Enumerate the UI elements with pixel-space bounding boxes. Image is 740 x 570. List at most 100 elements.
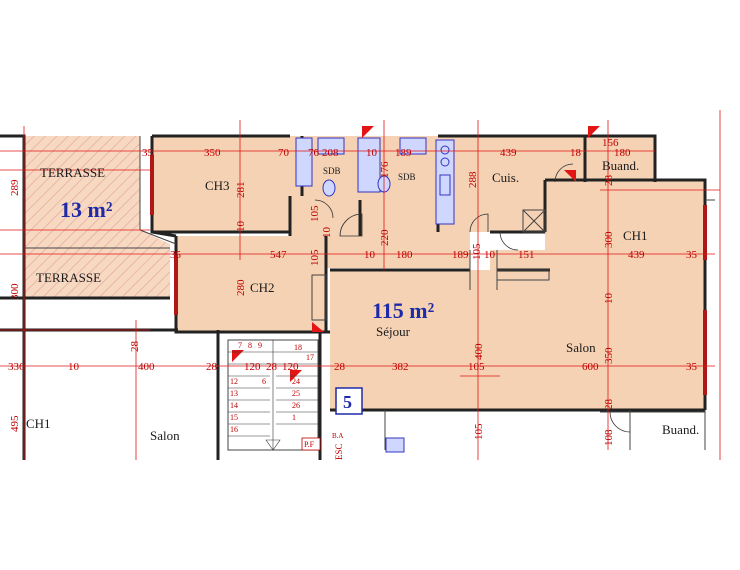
dimension-label: 12 xyxy=(230,377,238,386)
dimension-label: 25 xyxy=(292,389,300,398)
terrasse-top-label: TERRASSE xyxy=(40,165,105,180)
bathtub-icon xyxy=(295,137,313,187)
dimension-label: 350 xyxy=(204,147,221,159)
dimension-label: 16 xyxy=(230,425,238,434)
dimension-label: 28 xyxy=(603,399,615,411)
dimension-label: 220 xyxy=(379,229,391,246)
dimension-label: 70 xyxy=(278,147,290,159)
sink-icon-3 xyxy=(385,437,405,453)
dimension-label: 108 xyxy=(603,429,615,446)
dimension-label: 600 xyxy=(582,361,599,373)
dimension-label: 120 xyxy=(244,361,261,373)
dimension-label: 28 xyxy=(129,341,141,353)
buand-bottom-label: Buand. xyxy=(662,422,699,437)
terrasse-bottom-label: TERRASSE xyxy=(36,270,101,285)
esc-label: ESC xyxy=(334,443,344,460)
apartment-number: 5 xyxy=(343,392,352,412)
dimension-label: 120 xyxy=(282,361,299,373)
salon-label: Salon xyxy=(566,340,596,355)
dimension-label: 300 xyxy=(603,231,615,248)
room-ch1 xyxy=(545,180,705,270)
dimension-label: 26 xyxy=(292,401,300,410)
dimension-label: 28 xyxy=(334,361,346,373)
dimension-label: 189 xyxy=(452,249,469,261)
dimension-label: 439 xyxy=(628,249,645,261)
dimension-label: 24 xyxy=(292,377,300,386)
markers xyxy=(232,126,600,382)
dimension-label: 1 xyxy=(292,413,296,422)
apartment-number-box xyxy=(335,387,363,415)
dimension-label: 350 xyxy=(603,347,615,364)
dimension-label: 105 xyxy=(471,243,483,260)
dimension-label: 10 xyxy=(364,249,376,261)
room-ch3 xyxy=(152,136,302,232)
dimension-label: 400 xyxy=(473,343,485,360)
doors xyxy=(314,163,631,433)
dimension-label: 400 xyxy=(138,361,155,373)
stove-icon xyxy=(522,209,546,233)
dimension-label: 28 xyxy=(206,361,218,373)
dimension-label: 547 xyxy=(270,249,287,261)
dimension-label: 105 xyxy=(309,249,321,266)
dimension-label: 8 xyxy=(248,341,252,350)
pf-label: P.F xyxy=(304,440,315,449)
dimension-label: 382 xyxy=(392,361,409,373)
dimension-label: 10 xyxy=(603,293,615,305)
shower-icon xyxy=(357,137,381,193)
dimension-lines xyxy=(0,110,721,460)
dimension-label: 18 xyxy=(570,147,582,159)
buand-top-label: Buand. xyxy=(602,158,639,173)
dimension-label: 289 xyxy=(9,179,21,196)
dimension-label: 495 xyxy=(9,415,21,432)
bathroom-fixtures xyxy=(295,137,546,453)
room-buand-top xyxy=(585,136,655,182)
ba-label: B.A xyxy=(332,432,343,440)
dimension-label: 105 xyxy=(468,361,485,373)
ch3-label: CH3 xyxy=(205,178,230,193)
inner-lines xyxy=(24,136,715,450)
dimension-label: 35 xyxy=(170,249,182,261)
room-sejour-salon xyxy=(330,270,705,410)
room-labels: TERRASSE TERRASSE CH3 CH2 CH1 Cuis. Buan… xyxy=(26,158,699,443)
dimension-label: 10 xyxy=(484,249,496,261)
sdb-left-label: SDB xyxy=(323,166,341,176)
dimension-label: 151 xyxy=(518,249,535,261)
sejour-label: Séjour xyxy=(376,324,411,339)
dimension-label: 300 xyxy=(9,283,21,300)
dimension-label: 280 xyxy=(235,279,247,296)
ch2-label: CH2 xyxy=(250,280,275,295)
windows xyxy=(150,155,707,395)
dimension-labels: 35 350 70 76 208 10 189 439 18 180 156 2… xyxy=(8,137,698,446)
dimension-label: 10 xyxy=(68,361,80,373)
ch1-neighbor-label: CH1 xyxy=(26,416,51,431)
ch1-label: CH1 xyxy=(623,228,648,243)
terrasse-bottom-area xyxy=(24,248,170,298)
dimension-label: 281 xyxy=(235,182,247,199)
room-corridor xyxy=(490,250,550,280)
terrasse-top-area xyxy=(24,136,170,248)
dimension-label: 28 xyxy=(603,175,615,187)
dimension-label: 176 xyxy=(379,161,391,178)
dimension-label: 105 xyxy=(309,205,321,222)
dimension-label: 208 xyxy=(322,147,339,159)
dimension-label: 35 xyxy=(686,249,698,261)
dimension-label: 35 xyxy=(686,361,698,373)
stair-numbers: 12 13 14 15 16 9 8 7 6 24 25 26 1 17 18 xyxy=(230,341,314,434)
dimension-label: 156 xyxy=(602,137,619,149)
sink-icon xyxy=(317,137,345,155)
dimension-label: 288 xyxy=(467,171,479,188)
dimension-label: 7 xyxy=(238,341,242,350)
salon-neighbor-label: Salon xyxy=(150,428,180,443)
dimension-label: 336 xyxy=(8,361,25,373)
dimension-label: 13 xyxy=(230,389,238,398)
terrasse-area-label: 13 m² xyxy=(60,197,113,222)
dimension-label: 9 xyxy=(258,341,262,350)
apartment-area-label: 115 m² xyxy=(372,298,435,323)
dimension-label: 10 xyxy=(366,147,378,159)
dimension-label: 10 xyxy=(321,227,333,239)
dimension-label: 14 xyxy=(230,401,238,410)
sdb-right-label: SDB xyxy=(398,172,416,182)
sink-icon-2 xyxy=(399,137,427,155)
dimension-label: 76 xyxy=(308,147,320,159)
